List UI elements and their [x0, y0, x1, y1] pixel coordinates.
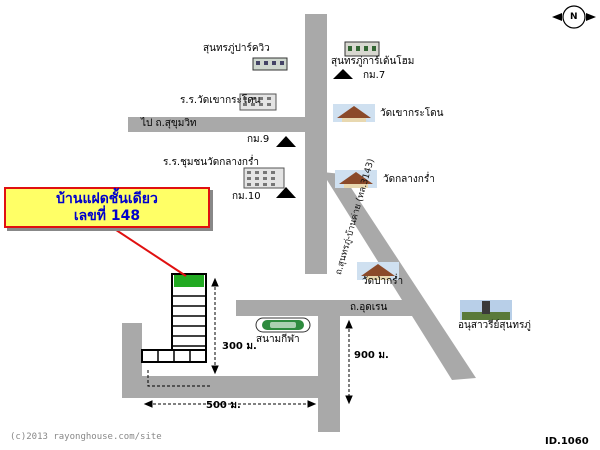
label-distance-900: 900 ม.: [354, 350, 389, 361]
km-markers: [276, 69, 353, 198]
label-wat-pa-kram: วัดป่ากร่ำ: [362, 276, 404, 287]
label-school-khao-krabok: ร.ร.วัดเขากระโดน: [180, 95, 261, 106]
label-distance-500: 500 ม.: [206, 400, 241, 411]
building-icons: [239, 41, 512, 333]
temple-icon: [357, 262, 399, 280]
target-house: [174, 275, 204, 287]
main-road-north: [305, 14, 327, 274]
road-southwest: [122, 323, 142, 393]
label-road-sukhumvit: ไป ถ.สุขุมวิท: [141, 118, 197, 129]
km10-marker: [276, 187, 296, 198]
label-road-uthen: ถ.อุดเรน: [350, 302, 388, 313]
monument-icon: [460, 300, 512, 320]
road-sukhumvit: [128, 117, 308, 132]
km7-marker: [333, 69, 353, 79]
label-wat-khao-krabok: วัดเขากระโดน: [380, 108, 444, 119]
label-stadium: สนามกีฬา: [256, 334, 300, 345]
callout-number: เลขที่ 148: [73, 208, 141, 224]
temple-icon: [335, 170, 377, 188]
road-uthen: [236, 300, 412, 316]
callout-pointer: [109, 225, 187, 277]
building-icon: [344, 41, 380, 57]
label-km10: กม.10: [232, 191, 261, 202]
target-house-block: [141, 273, 207, 363]
label-park-view: สุนทรภู่ปาร์ควิว: [203, 43, 270, 54]
km9-marker: [276, 136, 296, 147]
stadium-icon: [255, 317, 311, 333]
distance-markers: [143, 277, 353, 408]
building-icon: [252, 57, 288, 71]
label-km9: กม.9: [247, 134, 270, 145]
temple-icon: [333, 104, 375, 122]
copyright-credit: (c)2013 rayonghouse.com/site: [10, 432, 162, 442]
label-monument: อนุสาวรีย์สุนทรภู่: [458, 320, 531, 331]
label-wat-klang-kram: วัดกลางกร่ำ: [383, 174, 435, 185]
label-km7: กม.7: [363, 70, 386, 81]
main-road-south: [318, 312, 340, 432]
school-icon: [243, 167, 285, 189]
compass-icon: [552, 5, 596, 29]
school-icon: [239, 93, 277, 111]
label-garden-home: สุนทรภู่การ์เด้นโฮม: [331, 56, 415, 67]
label-school-klang-kram: ร.ร.ชุมชนวัดกลางกร่ำ: [163, 157, 259, 168]
property-callout: บ้านแฝดชั้นเดียว เลขที่ 148: [4, 187, 210, 228]
callout-title: บ้านแฝดชั้นเดียว: [56, 191, 158, 207]
map-id: ID.1060: [545, 436, 589, 447]
label-distance-300: 300 ม.: [222, 341, 257, 352]
road-south-horizontal: [122, 376, 322, 398]
compass-label: N: [570, 12, 578, 22]
